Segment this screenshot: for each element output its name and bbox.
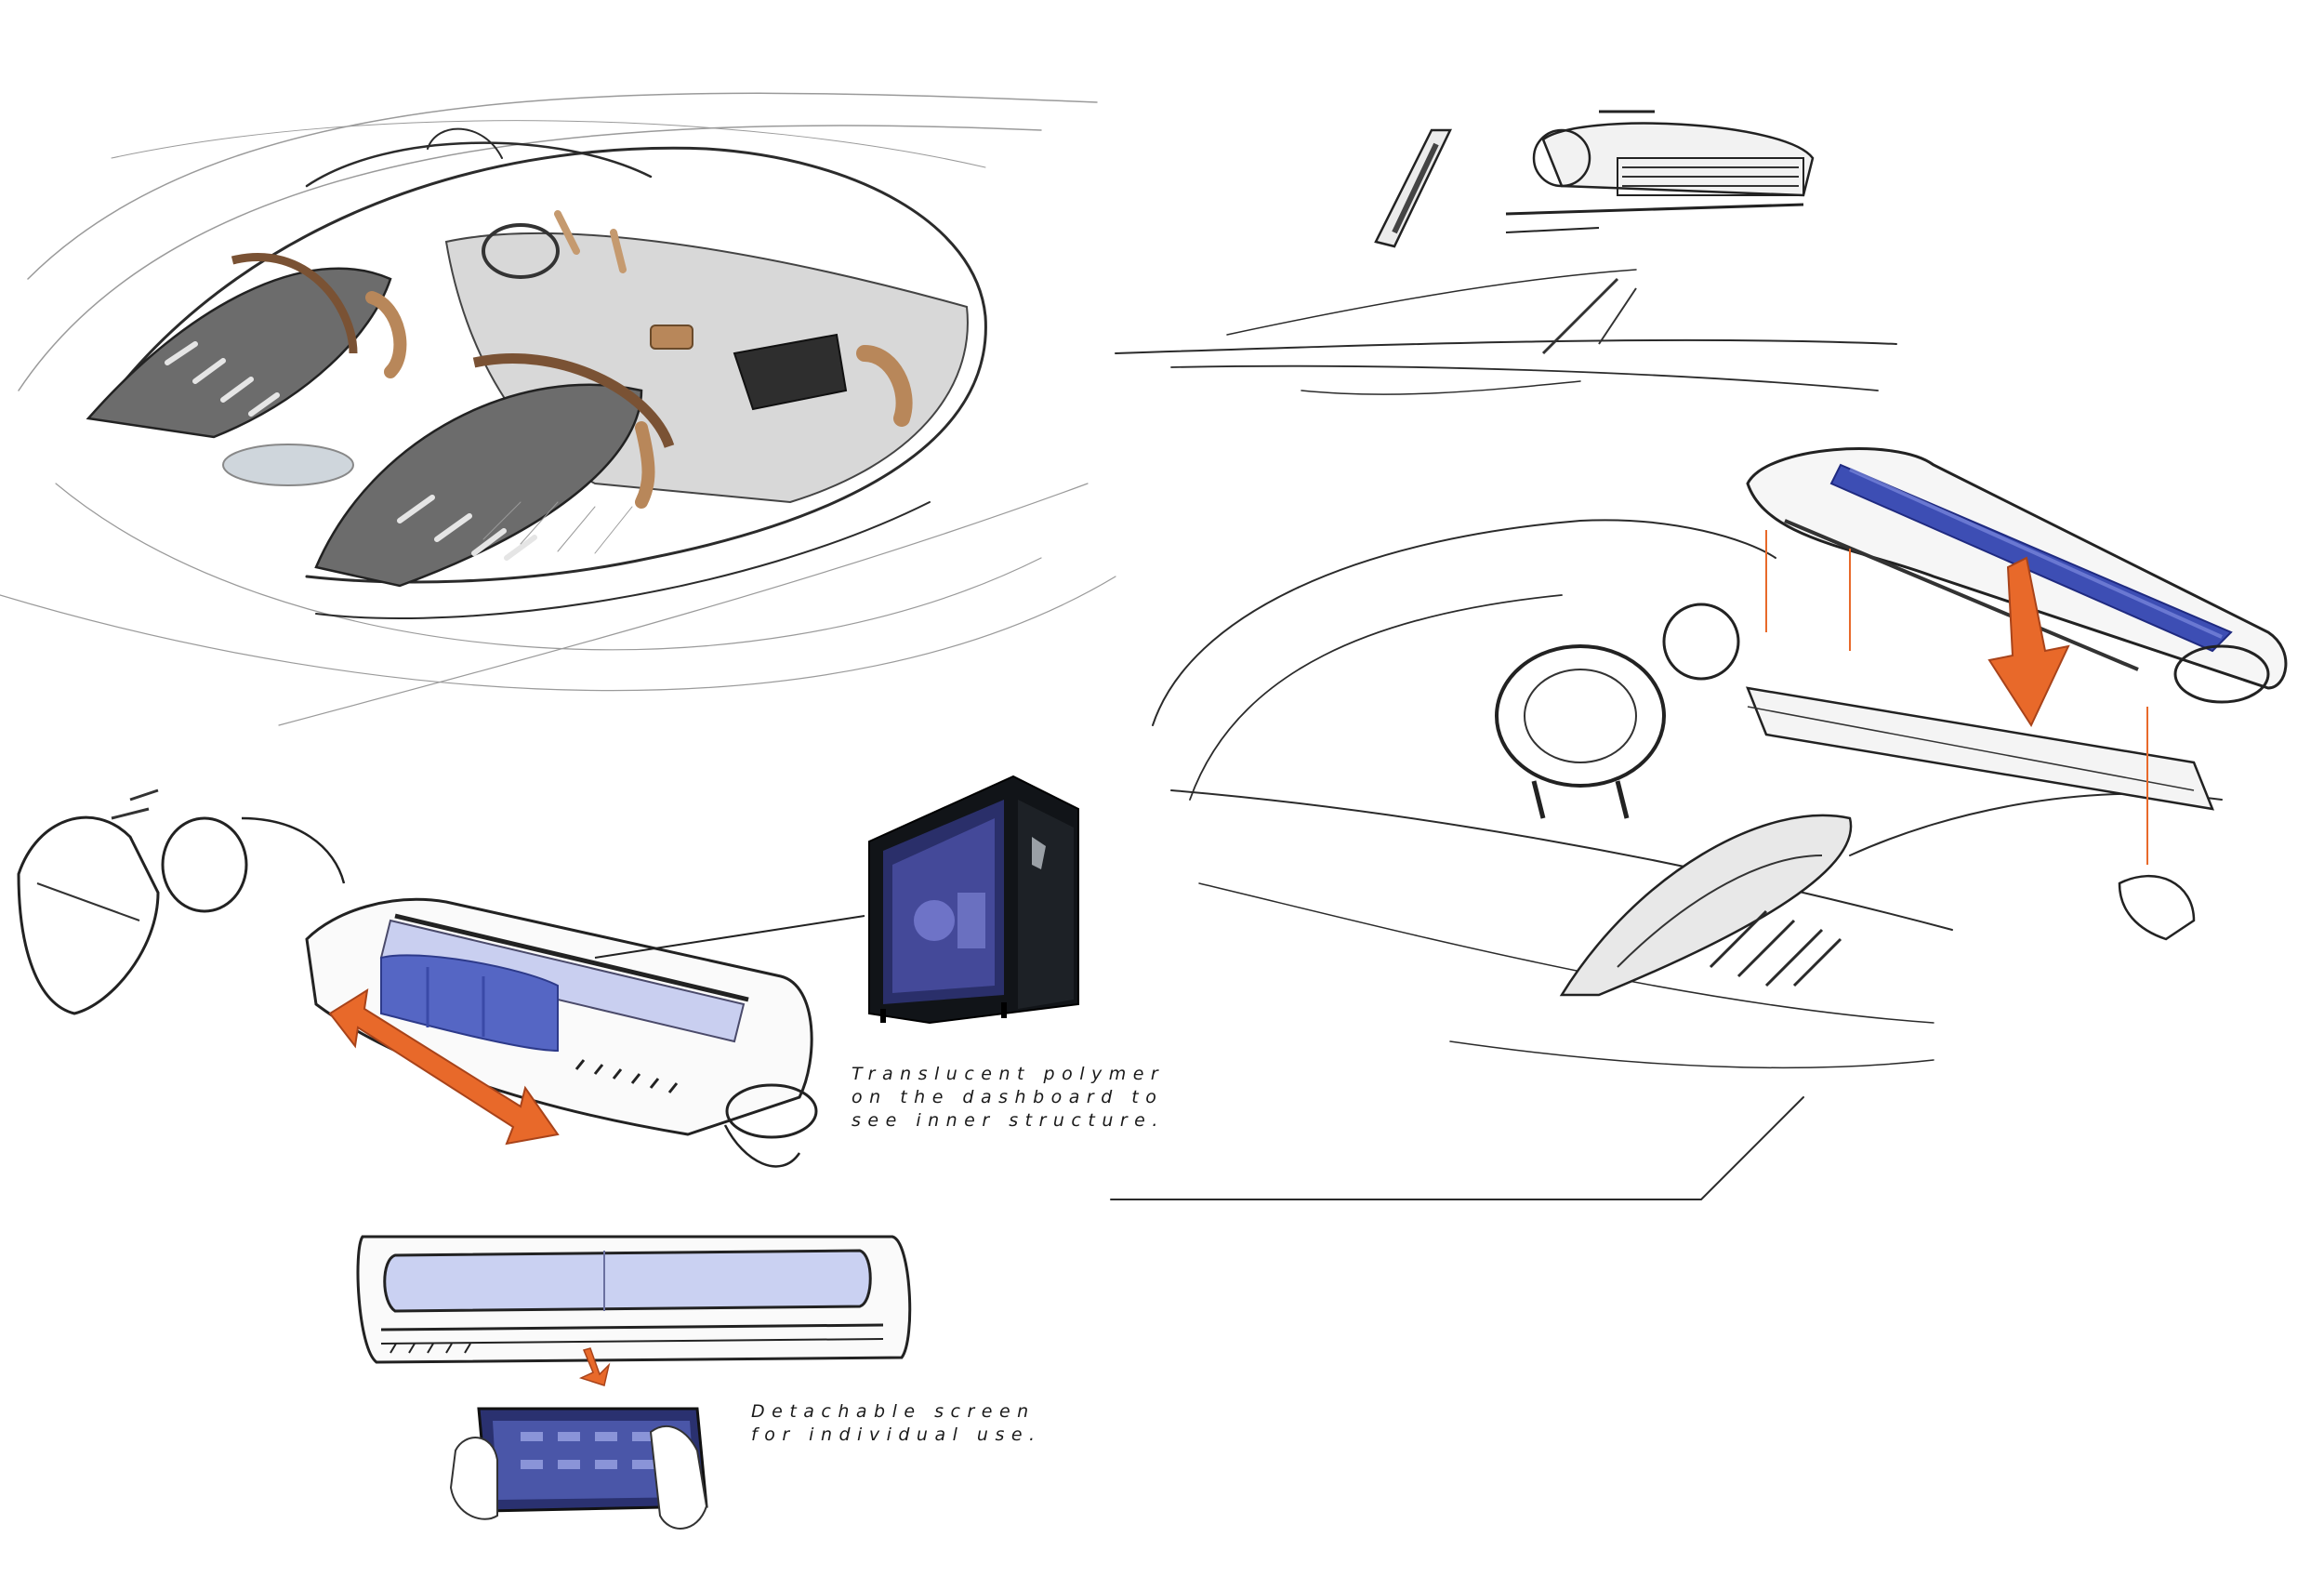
polymer-annotation-line-2: on the dashboard to	[852, 1087, 1164, 1107]
polymer-annotation-line-1: Translucent polymer	[852, 1064, 1166, 1084]
polymer-annotation-line-3: see inner structure.	[852, 1110, 1165, 1131]
dashboard-side-sketch	[1115, 110, 1897, 395]
interior-overview-sketch	[0, 92, 1116, 726]
polymer-annotation: Translucent polymer on the dashboard to …	[852, 1063, 1165, 1133]
screen-annotation-line-2: for individual use.	[751, 1424, 1042, 1445]
interior-perspective-sketch	[1110, 447, 2288, 1200]
screen-annotation-line-1: Detachable screen	[751, 1401, 1036, 1422]
pc-tower-reference	[868, 775, 1079, 1025]
dashboard-module-sketch	[17, 788, 865, 1168]
detachable-screen-sketch	[356, 1235, 912, 1530]
screen-annotation: Detachable screen for individual use.	[751, 1400, 1042, 1447]
